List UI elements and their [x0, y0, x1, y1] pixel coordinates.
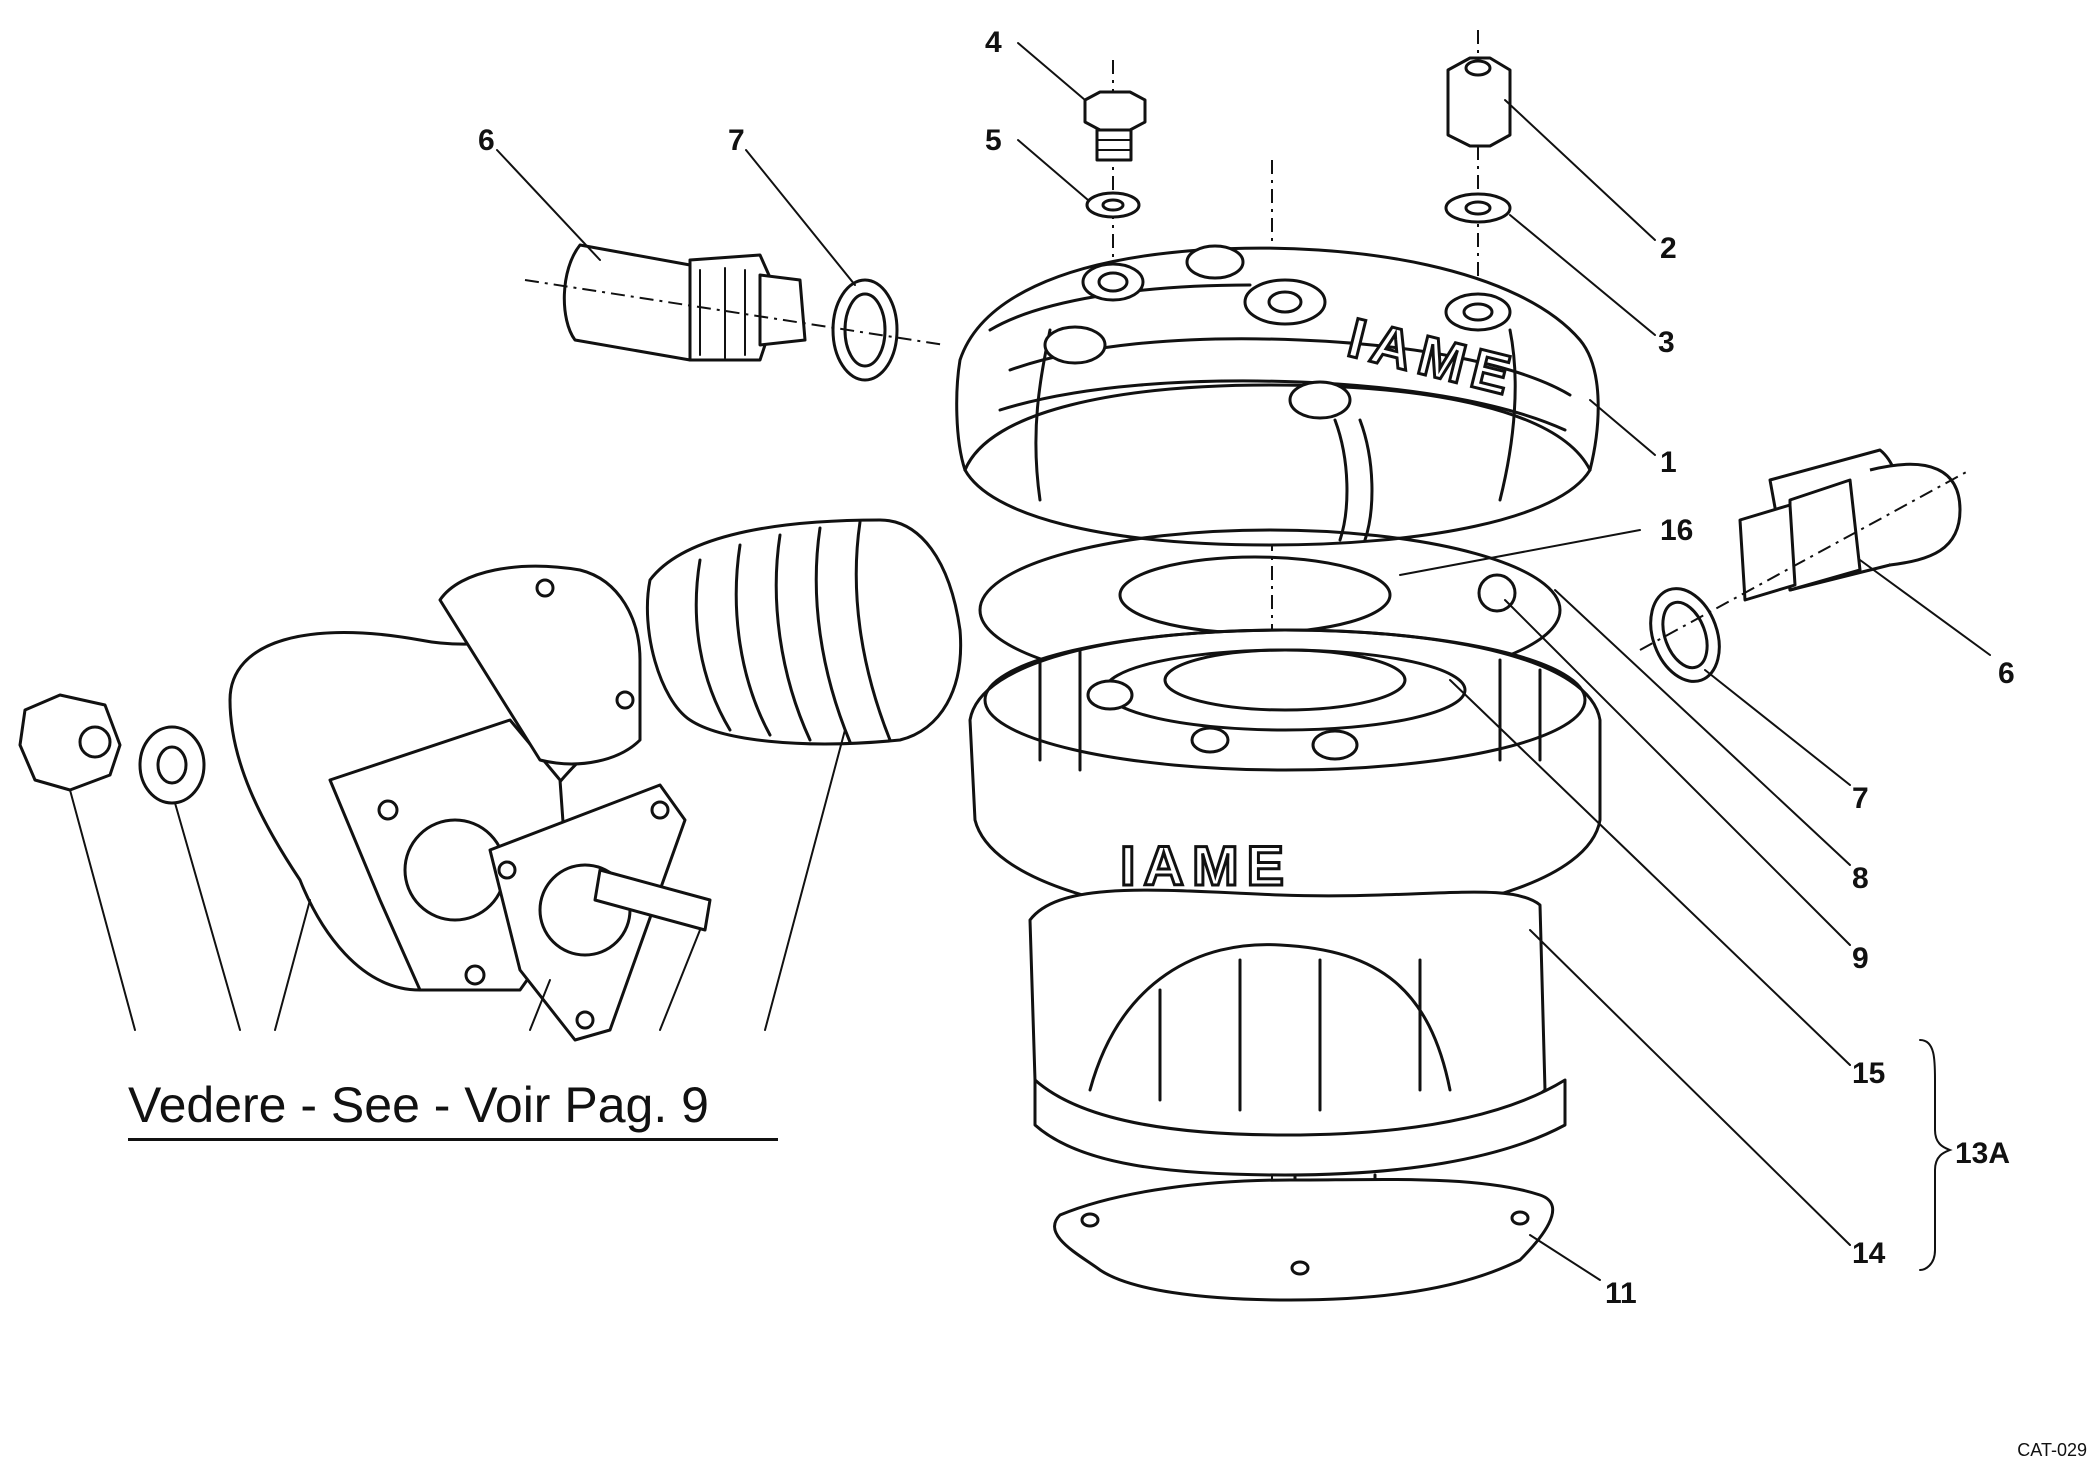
callout-8: 8 — [1852, 862, 1869, 895]
cylinder-head: IAME — [955, 244, 1600, 547]
catalog-code: CAT-029 — [2017, 1440, 2087, 1460]
washer-5 — [1085, 191, 1141, 219]
washer-3 — [1444, 192, 1512, 224]
base-gasket — [1053, 1177, 1555, 1302]
callout-2: 2 — [1660, 232, 1677, 265]
callout-1: 1 — [1660, 446, 1677, 479]
water-fitting-left — [562, 243, 807, 362]
callout-4: 4 — [985, 26, 1002, 59]
callout-14: 14 — [1852, 1237, 1886, 1270]
cylinder-brand-label: IAME — [1120, 834, 1292, 897]
head-bolt — [1083, 90, 1147, 162]
stud-nut — [1446, 56, 1512, 148]
callout-9: 9 — [1852, 942, 1869, 975]
seal-7-right — [1649, 587, 1721, 683]
callout-6-left: 6 — [478, 124, 495, 157]
exhaust-manifold — [228, 564, 642, 992]
o-ring-16 — [1118, 555, 1392, 635]
callout-labels: 4 5 6 7 2 3 1 16 6 7 8 9 15 13A 14 11 — [478, 26, 2015, 1310]
callout-16: 16 — [1660, 514, 1693, 547]
water-fitting-right — [1738, 448, 1962, 602]
callout-3: 3 — [1658, 326, 1675, 359]
exhaust-nut — [18, 693, 122, 792]
callout-13a: 13A — [1955, 1137, 2010, 1170]
callout-7-right: 7 — [1852, 782, 1869, 815]
callout-11: 11 — [1605, 1277, 1637, 1310]
leader-lines — [69, 42, 1991, 1281]
callout-7-left: 7 — [728, 124, 745, 157]
cylinder-body: IAME — [968, 573, 1602, 1242]
reference-note: Vedere - See - Voir Pag. 9 — [128, 1076, 778, 1141]
callout-5: 5 — [985, 124, 1002, 157]
callout-15: 15 — [1852, 1057, 1885, 1090]
exhaust-stud — [593, 868, 712, 932]
exhaust-washer — [138, 725, 206, 805]
callout-6-right: 6 — [1998, 657, 2015, 690]
flex-pipe — [645, 518, 963, 746]
